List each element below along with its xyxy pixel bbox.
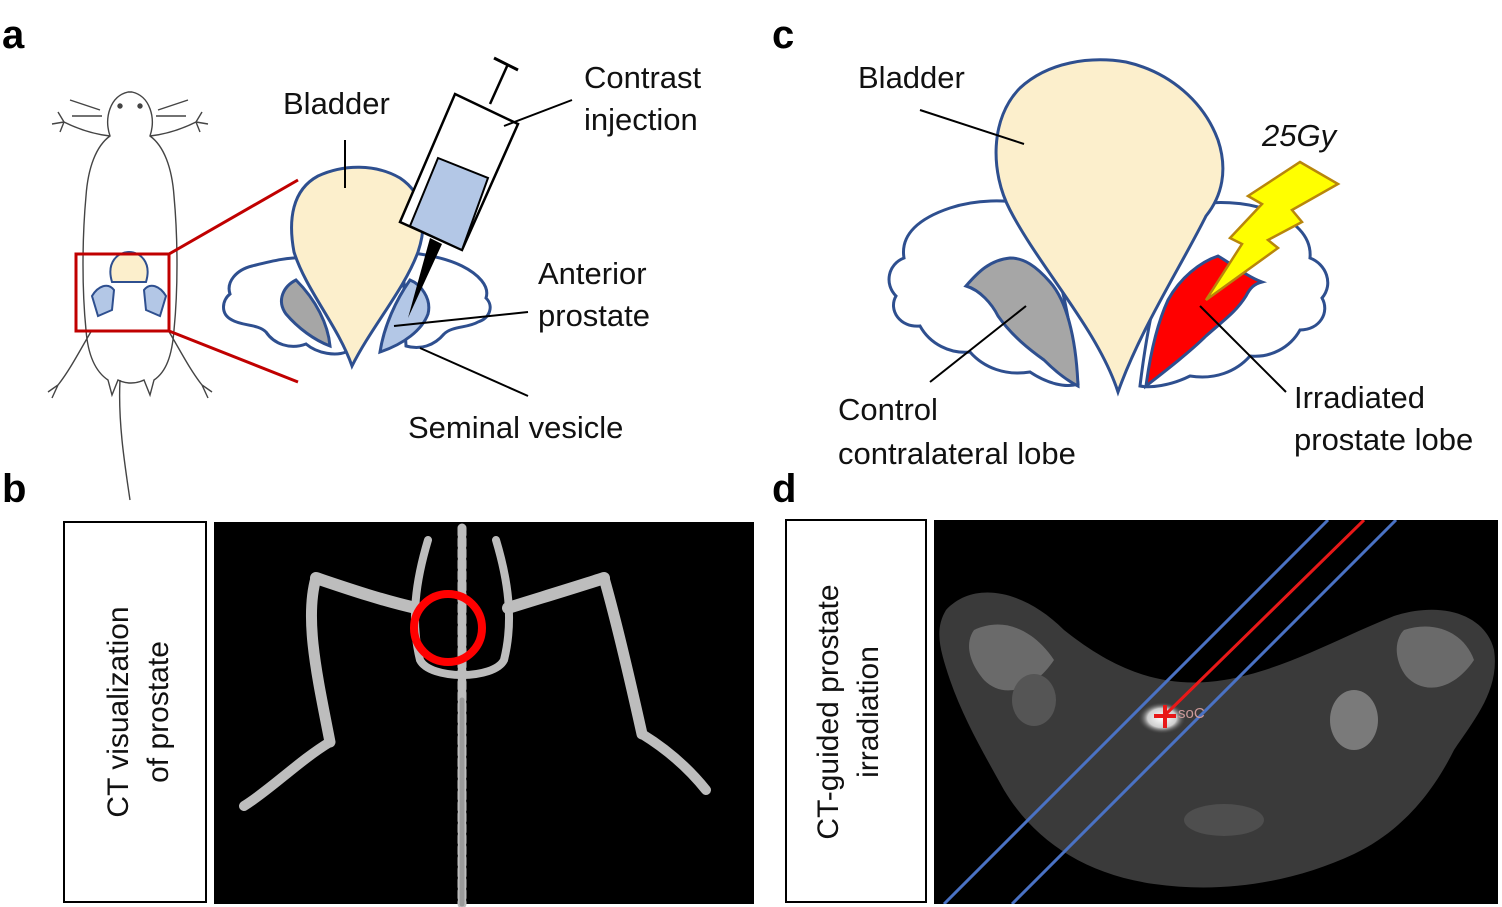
label-seminal: Seminal vesicle	[408, 410, 623, 445]
side-label-b-1: CT visualization	[102, 606, 135, 817]
panel-c: c Bladder 25Gy Control contralateral lob…	[772, 13, 1473, 471]
bladder-c	[994, 58, 1225, 397]
panel-letter-c: c	[772, 13, 794, 57]
label-control-1: Control	[838, 392, 938, 427]
zoom-box	[74, 252, 171, 333]
side-label-b-2: of prostate	[142, 641, 175, 783]
zoom-line-top	[168, 178, 299, 256]
label-anterior-2: prostate	[538, 298, 650, 333]
panel-b: b CT visualization of prostate	[2, 467, 754, 907]
prostate-marker-circle	[410, 590, 486, 666]
syringe	[398, 56, 520, 318]
side-label-box-d	[785, 519, 927, 903]
irradiated-lobe	[1144, 254, 1268, 390]
skeleton-render	[239, 523, 711, 907]
side-label-d-1: CT-guided prostate	[812, 584, 845, 839]
isocenter-label: soC	[1178, 705, 1205, 722]
label-dose: 25Gy	[1261, 118, 1339, 153]
control-lobe	[963, 256, 1080, 389]
label-bladder-a: Bladder	[283, 86, 390, 121]
ct-scan-b	[214, 522, 754, 904]
side-label-box-b	[63, 521, 207, 903]
label-contrast-1: Contrast	[584, 60, 702, 95]
leader-bladder-c	[919, 109, 1025, 145]
side-label-d-2: irradiation	[852, 646, 885, 778]
panel-letter-d: d	[772, 467, 796, 511]
panel-d: d CT-guided prostate irradiation soC	[772, 467, 1498, 904]
leader-control	[929, 305, 1027, 383]
leader-irradiated	[1199, 305, 1287, 393]
label-bladder-c: Bladder	[858, 60, 965, 95]
panel-letter-b: b	[2, 467, 26, 511]
lightning-bolt	[1204, 160, 1341, 302]
label-irradiated-1: Irradiated	[1294, 380, 1425, 415]
prostate-left-a	[280, 278, 332, 349]
panel-a: a	[2, 13, 702, 501]
zoom-line-bottom	[168, 329, 299, 384]
label-control-2: contralateral lobe	[838, 436, 1076, 471]
mini-organs	[90, 250, 168, 318]
leader-anterior	[393, 311, 529, 327]
label-contrast-2: injection	[584, 102, 698, 137]
leader-seminal	[419, 347, 529, 397]
label-irradiated-2: prostate lobe	[1294, 422, 1473, 457]
panel-letter-a: a	[2, 13, 25, 57]
mouse-illustration	[47, 91, 213, 501]
ct-scan-d: soC	[934, 520, 1498, 904]
leader-contrast	[503, 99, 573, 127]
label-anterior-1: Anterior	[538, 256, 647, 291]
